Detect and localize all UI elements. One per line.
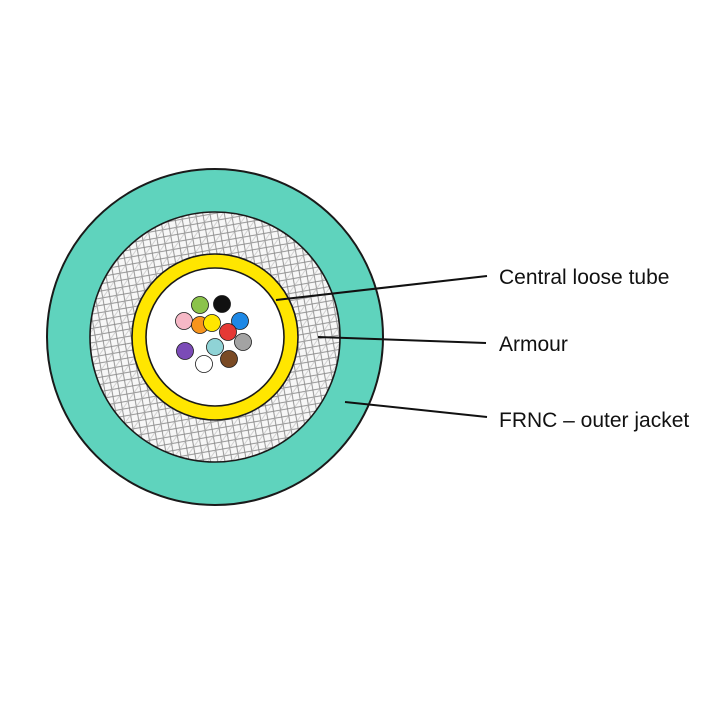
fibre-space bbox=[145, 267, 285, 407]
tube-leader-line bbox=[275, 275, 488, 301]
fibre-violet bbox=[176, 342, 194, 360]
fibre-brown bbox=[220, 350, 238, 368]
fibre-aqua bbox=[206, 338, 224, 356]
fibre-pink bbox=[175, 312, 193, 330]
jacket-leader-line bbox=[344, 401, 488, 418]
fibre-blue bbox=[231, 312, 249, 330]
fibre-bundle bbox=[175, 295, 252, 373]
armour-leader-line bbox=[317, 336, 487, 344]
armour-label: Armour bbox=[499, 333, 568, 356]
outer-jacket-label: FRNC – outer jacket bbox=[499, 409, 689, 432]
fibre-yellow bbox=[203, 314, 221, 332]
fibre-white bbox=[195, 355, 213, 373]
central-loose-tube-label: Central loose tube bbox=[499, 266, 669, 289]
fibre-black bbox=[213, 295, 231, 313]
fibre-grey bbox=[234, 333, 252, 351]
fibre-green bbox=[191, 296, 209, 314]
fibre-red bbox=[219, 323, 237, 341]
